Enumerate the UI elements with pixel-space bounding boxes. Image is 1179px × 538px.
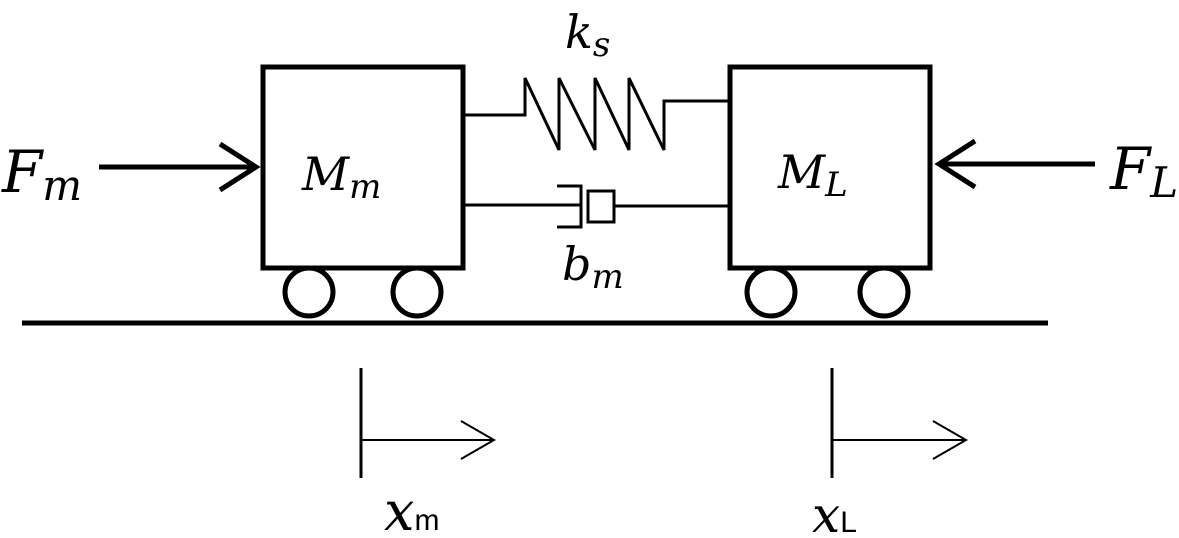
mass-right-label: ML: [777, 145, 848, 205]
force-left-label: Fm: [1, 138, 82, 210]
mass-right-block: [727, 64, 933, 271]
displacement-left-label: xm: [384, 480, 439, 538]
spring-label: ks: [565, 5, 610, 65]
spring: [463, 77, 730, 151]
damper-label: bm: [562, 237, 624, 297]
displacement-right-arrow: [830, 368, 969, 478]
damper: [463, 184, 730, 229]
mass-right-wheel-2: [857, 265, 911, 319]
force-left-arrow: [99, 141, 261, 193]
force-right-arrow: [934, 138, 1095, 190]
force-right-label: FL: [1109, 135, 1178, 207]
mass-left-wheel-2: [390, 265, 444, 319]
mass-right-wheel-1: [744, 265, 798, 319]
displacement-right-label: xL: [812, 486, 857, 538]
mass-left-label: Mm: [301, 147, 381, 207]
mass-left-wheel-1: [282, 265, 336, 319]
mass-left-block: [260, 64, 466, 271]
displacement-left-arrow: [359, 368, 497, 478]
